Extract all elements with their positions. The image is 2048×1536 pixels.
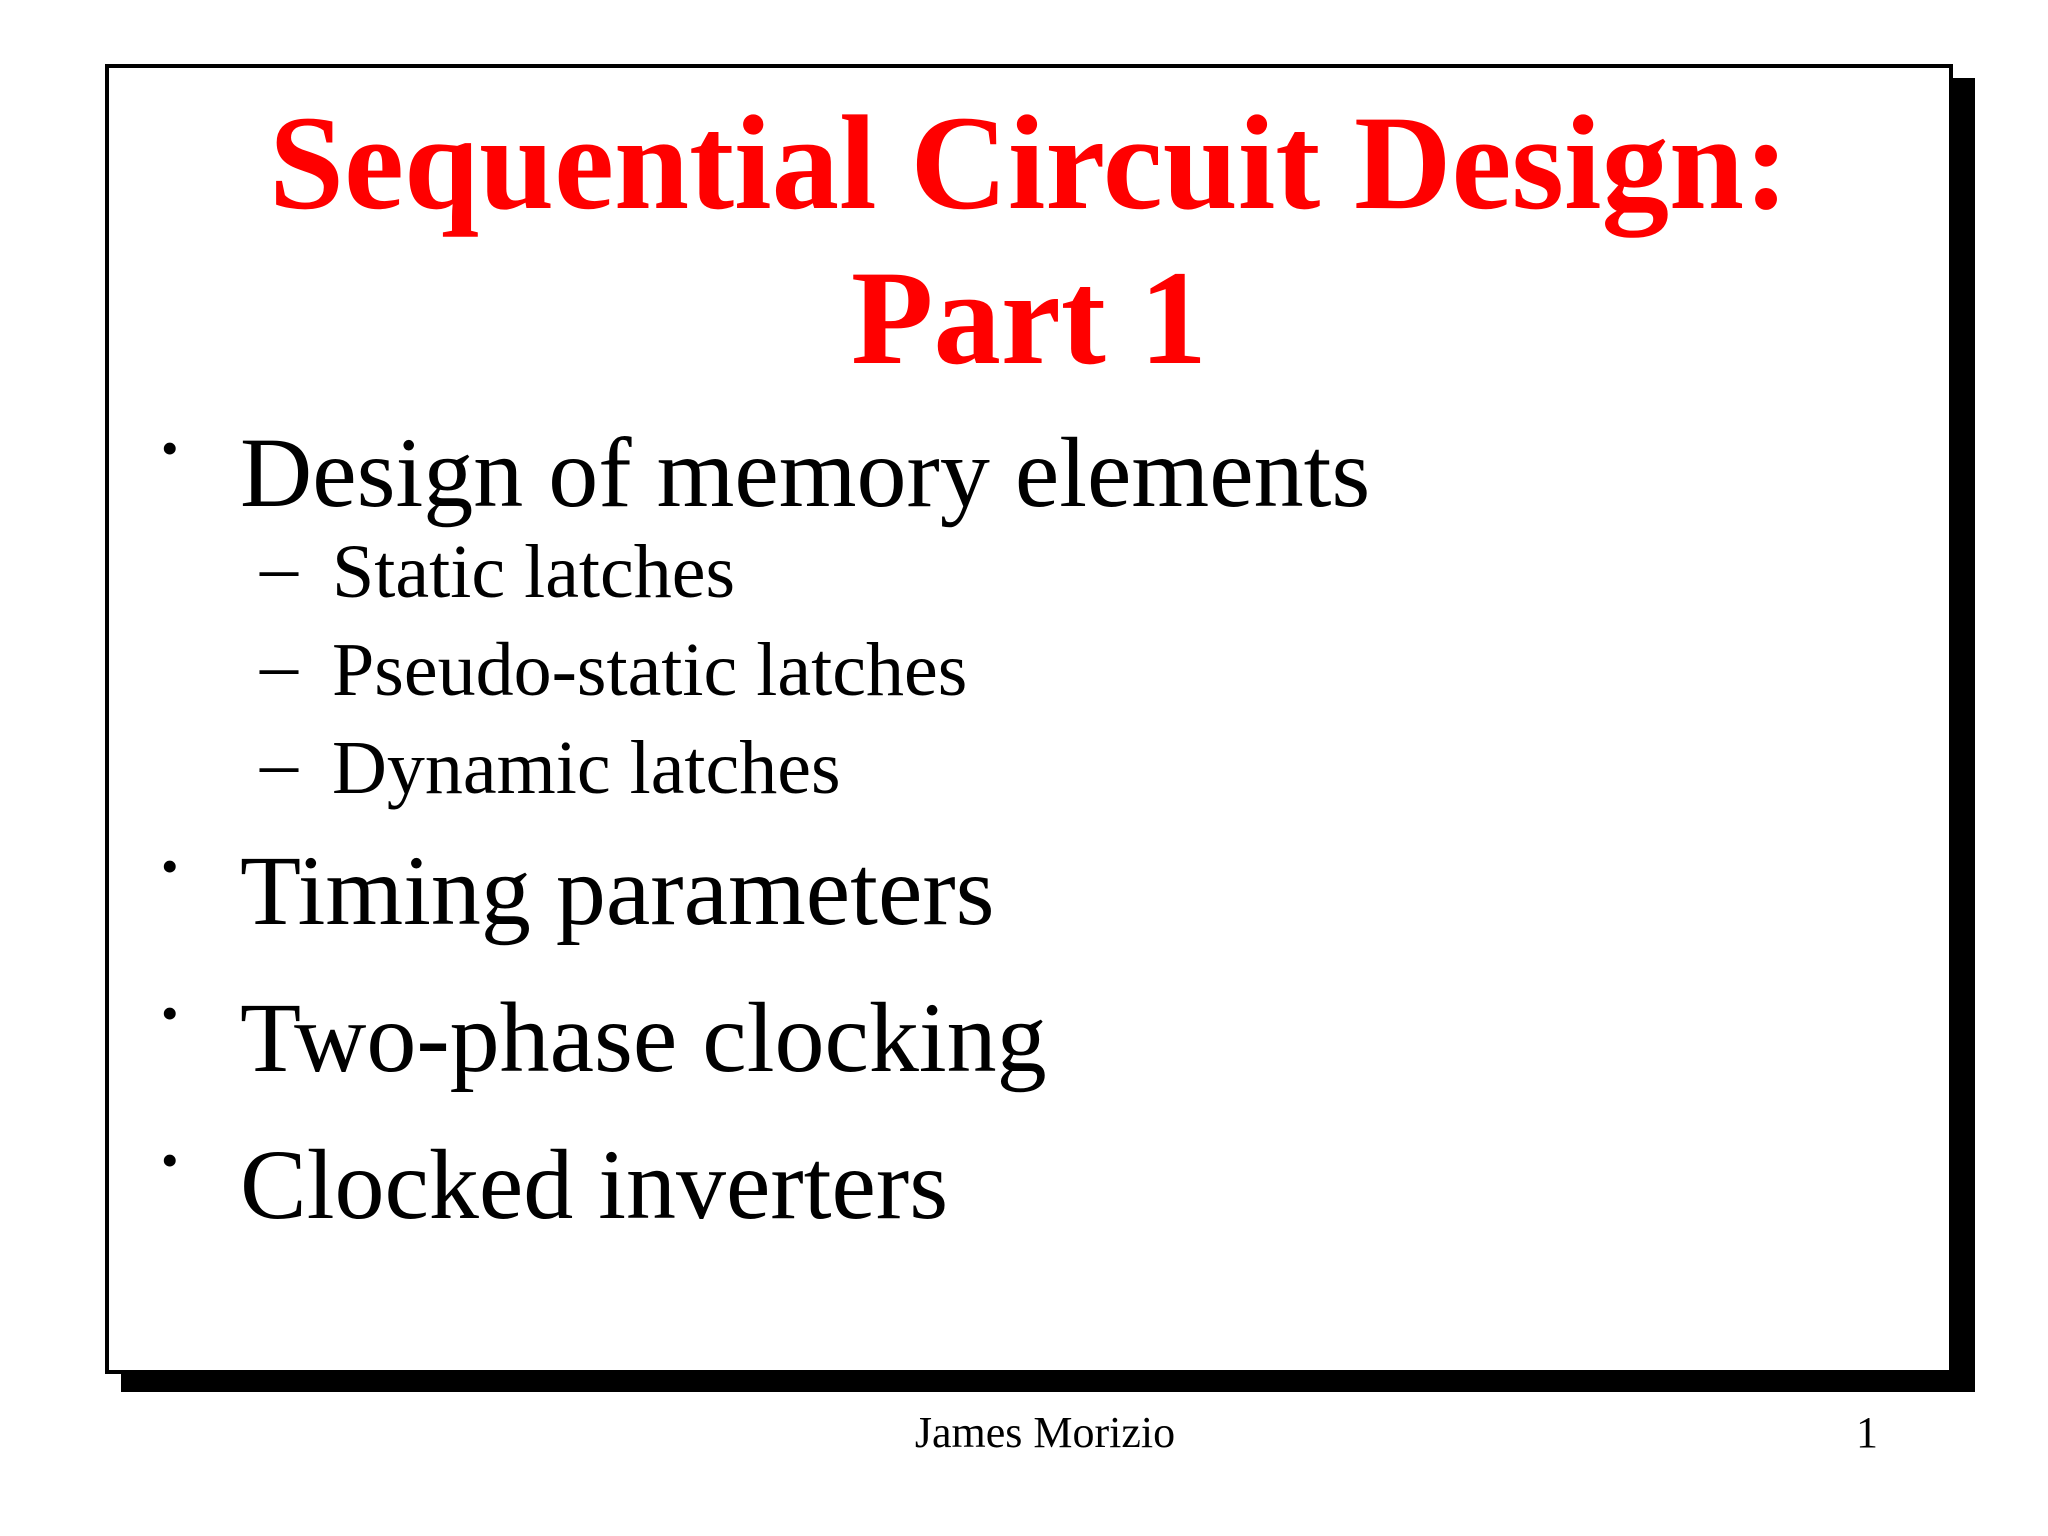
bullet-item: • Two-phase clocking (109, 964, 1949, 1111)
bullet-item: • Clocked inverters (109, 1111, 1949, 1258)
bullet-text: Design of memory elements (240, 417, 1371, 528)
bullet-list: • Design of memory elements – Static lat… (109, 399, 1949, 1258)
sub-bullet-text: Dynamic latches (332, 726, 841, 810)
slide-title-line1: Sequential Circuit Design: (268, 89, 1790, 238)
sub-bullet-text: Static latches (332, 530, 736, 614)
sub-bullet-item: – Pseudo-static latches (109, 621, 1949, 719)
slide-title: Sequential Circuit Design: Part 1 (109, 86, 1949, 396)
page-number: 1 (1856, 1408, 1878, 1457)
bullet-text: Timing parameters (240, 835, 995, 946)
bullet-item: • Design of memory elements (109, 399, 1949, 546)
sub-bullet-item: – Dynamic latches (109, 719, 1949, 817)
slide: Sequential Circuit Design: Part 1 • Desi… (105, 64, 1953, 1374)
bullet-item: • Timing parameters (109, 817, 1949, 964)
bullet-dot-icon: • (161, 985, 179, 1041)
bullet-text: Clocked inverters (240, 1129, 949, 1240)
footer-author: James Morizio (914, 1408, 1176, 1457)
bullet-dot-icon: • (161, 838, 179, 894)
dash-icon: – (260, 721, 298, 805)
slide-title-line2: Part 1 (850, 244, 1208, 393)
sub-bullet-item: – Static latches (109, 523, 1949, 621)
dash-icon: – (260, 525, 298, 609)
bullet-dot-icon: • (161, 420, 179, 476)
bullet-dot-icon: • (161, 1132, 179, 1188)
bullet-text: Two-phase clocking (240, 982, 1047, 1093)
sub-bullet-text: Pseudo-static latches (332, 628, 968, 712)
dash-icon: – (260, 623, 298, 707)
